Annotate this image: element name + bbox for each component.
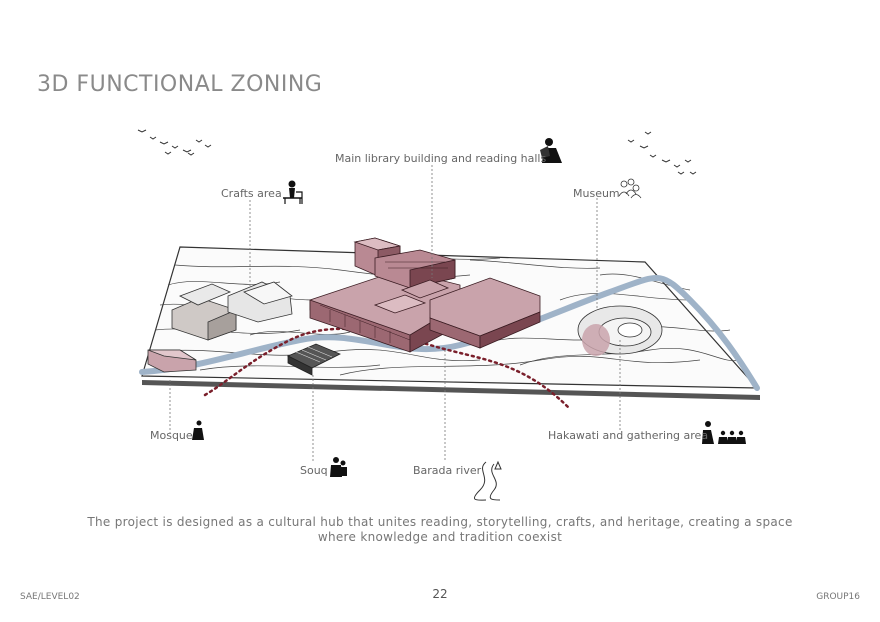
leader-lines — [169, 165, 621, 462]
caption-line-1: The project is designed as a cultural hu… — [87, 515, 793, 529]
mosque-building — [147, 349, 197, 373]
label-river: Barada river — [413, 464, 482, 477]
craftsman-icon — [283, 180, 303, 204]
project-caption: The project is designed as a cultural hu… — [60, 515, 820, 545]
birds-left-icon — [137, 129, 212, 156]
reading-person-icon — [540, 138, 562, 163]
label-crafts: Crafts area — [221, 187, 282, 200]
footer-left: SAE/LEVEL02 — [20, 592, 80, 602]
footer-right: GROUP16 — [816, 592, 860, 602]
group-of-people-icon — [618, 178, 642, 199]
library-building — [309, 237, 541, 353]
storyteller-audience-icon — [702, 421, 746, 444]
label-mosque: Mosque — [150, 429, 193, 442]
page-title: 3D FUNCTIONAL ZONING — [37, 72, 323, 97]
amphitheatre — [577, 305, 663, 356]
souq-building — [287, 343, 341, 376]
birds-right-icon — [627, 131, 697, 175]
label-library: Main library building and reading halls — [335, 152, 547, 165]
praying-person-icon — [192, 420, 204, 440]
label-souq: Souq — [300, 464, 328, 477]
label-museum: Museum — [573, 187, 620, 200]
crafts-buildings — [171, 281, 293, 341]
label-hakawati: Hakawati and gathering area — [548, 429, 709, 442]
page-number: 22 — [432, 587, 448, 601]
shoppers-icon — [330, 457, 347, 477]
caption-line-2: where knowledge and tradition coexist — [317, 530, 563, 544]
river-squiggle-icon — [474, 460, 502, 501]
